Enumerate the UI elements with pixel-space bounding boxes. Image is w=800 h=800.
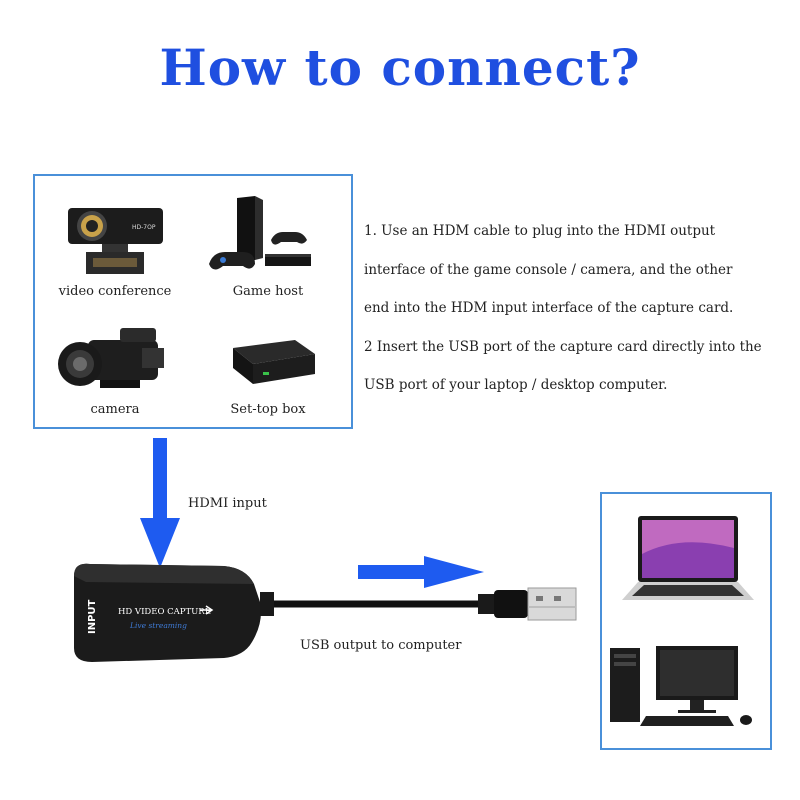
webcam-badge: HD-7OP (132, 224, 156, 231)
computer-panel (600, 492, 772, 750)
device-label: camera (90, 402, 140, 417)
device-game-host: Game host (193, 194, 343, 299)
laptop-icon (622, 516, 754, 600)
capture-card-illustration: INPUT HD VIDEO CAPTURE Live streaming (74, 563, 577, 662)
desktop-computer-icon (610, 646, 752, 726)
instruction-line: USB port of your laptop / desktop comput… (364, 377, 668, 393)
down-arrow-icon (140, 438, 180, 568)
usb-output-label: USB output to computer (300, 638, 462, 653)
device-label: Game host (232, 284, 304, 299)
camcorder-icon (58, 328, 164, 388)
webcam-icon: HD-7OP (68, 208, 163, 274)
game-console-icon (209, 196, 311, 270)
usb-symbol-icon (200, 605, 214, 615)
page-title: How to connect? (159, 38, 641, 97)
instruction-line: interface of the game console / camera, … (364, 261, 733, 278)
capture-card-tagline: Live streaming (129, 621, 187, 630)
instruction-line: end into the HDM input interface of the … (364, 300, 734, 316)
capture-card-product-label: HD VIDEO CAPTURE (118, 607, 211, 617)
right-arrow-icon (358, 556, 484, 588)
settop-box-icon (233, 340, 315, 384)
device-label: Set-top box (230, 402, 306, 417)
device-label: video conference (58, 284, 172, 299)
device-video-conference: HD-7OP video conference (40, 202, 190, 299)
device-camera: camera (40, 318, 190, 417)
instruction-line: 1. Use an HDM cable to plug into the HDM… (364, 223, 716, 239)
capture-card-port-label: INPUT (87, 599, 98, 634)
instruction-line: 2 Insert the USB port of the capture car… (364, 338, 762, 355)
source-devices-panel: HD-7OP video conference Game host (33, 174, 353, 429)
device-set-top-box: Set-top box (193, 334, 343, 417)
hdmi-input-label: HDMI input (188, 496, 267, 511)
instructions-text: 1. Use an HDM cable to plug into the HDM… (364, 212, 796, 405)
